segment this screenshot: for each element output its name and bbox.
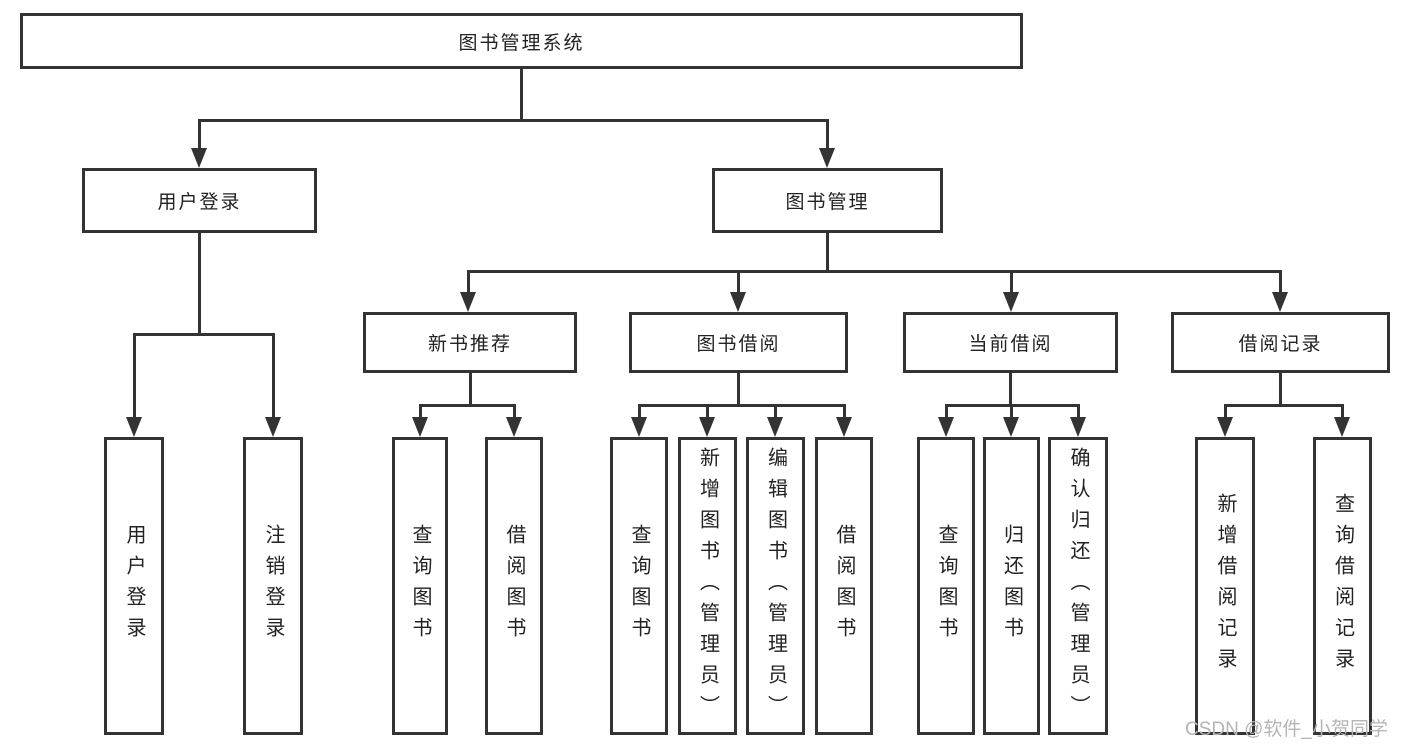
arrowhead-down-icon	[265, 417, 281, 437]
connector-leaf-stem	[133, 333, 136, 419]
node-user-login-label: 用户登录	[157, 192, 242, 213]
arrowhead-down-icon	[730, 292, 746, 312]
node-current-borrow: 当前借阅	[903, 312, 1118, 373]
leaf-user-login: 用户登录	[104, 437, 164, 735]
node-book-management: 图书管理	[712, 168, 943, 233]
connector-root-trunk	[520, 69, 523, 121]
arrowhead-down-icon	[1003, 417, 1019, 437]
leaf-label: 查询借阅记录	[1331, 493, 1354, 679]
connector-user-login-bar	[133, 333, 275, 336]
node-book-borrow-label: 图书借阅	[696, 334, 781, 355]
connector-user-login-stem	[198, 119, 201, 150]
connector-leaf-stem	[1010, 404, 1013, 419]
leaf-return-book: 归还图书	[983, 437, 1040, 735]
csdn-watermark: CSDN @软件_小贺同学	[1185, 719, 1388, 740]
connector-book-mgmt-stem	[826, 119, 829, 150]
leaf-borrow-books-1: 借阅图书	[485, 437, 543, 735]
leaf-borrow-books-2: 借阅图书	[815, 437, 873, 735]
leaf-label: 查询图书	[935, 524, 957, 648]
leaf-query-books-1: 查询图书	[392, 437, 448, 735]
arrowhead-down-icon	[767, 417, 783, 437]
node-book-borrow: 图书借阅	[629, 312, 848, 373]
connector-group-bar	[419, 404, 516, 407]
node-user-login: 用户登录	[82, 168, 317, 233]
leaf-label: 借阅图书	[503, 524, 525, 648]
connector-leaf-stem	[272, 333, 275, 419]
connector-leaf-stem	[513, 404, 516, 419]
leaf-label: 注销登录	[262, 524, 284, 648]
connector-leaf-stem	[737, 270, 740, 294]
node-borrow-records-label: 借阅记录	[1238, 334, 1323, 355]
leaf-logout: 注销登录	[243, 437, 303, 735]
connector-leaf-stem	[1341, 404, 1344, 419]
arrowhead-down-icon	[1272, 292, 1288, 312]
arrowhead-down-icon	[938, 417, 954, 437]
connector-group-bar	[638, 404, 846, 407]
connector-leaf-stem	[467, 270, 470, 294]
arrowhead-down-icon	[699, 417, 715, 437]
connector-leaf-stem	[706, 404, 709, 419]
arrowhead-down-icon	[126, 417, 142, 437]
connector-group-stem	[469, 373, 472, 406]
leaf-label: 借阅图书	[833, 524, 855, 648]
node-library-system-label: 图书管理系统	[458, 32, 585, 54]
arrowhead-down-icon	[1003, 292, 1019, 312]
leaf-query-borrow-record: 查询借阅记录	[1313, 437, 1372, 735]
connector-leaf-stem	[419, 404, 422, 419]
connector-book-mgmt-trunk	[826, 233, 829, 273]
connector-leaf-stem	[1077, 404, 1080, 419]
arrowhead-down-icon	[1334, 417, 1350, 437]
connector-level3-bar	[467, 270, 1282, 273]
arrowhead-down-icon	[191, 148, 207, 168]
leaf-add-borrow-record: 新增借阅记录	[1195, 437, 1255, 735]
connector-group-bar	[1224, 404, 1344, 407]
connector-leaf-stem	[945, 404, 948, 419]
arrowhead-down-icon	[412, 417, 428, 437]
arrowhead-down-icon	[506, 417, 522, 437]
connector-leaf-stem	[843, 404, 846, 419]
node-borrow-records: 借阅记录	[1171, 312, 1390, 373]
connector-leaf-stem	[638, 404, 641, 419]
connector-leaf-stem	[774, 404, 777, 419]
connector-leaf-stem	[1224, 404, 1227, 419]
arrowhead-down-icon	[460, 292, 476, 312]
leaf-label: 归还图书	[1000, 524, 1023, 648]
leaf-label: 编辑图书（管理员）	[764, 446, 787, 726]
arrowhead-down-icon	[1217, 417, 1233, 437]
node-current-borrow-label: 当前借阅	[968, 334, 1053, 355]
connector-leaf-stem	[1279, 270, 1282, 294]
leaf-label: 新增借阅记录	[1214, 493, 1236, 679]
connector-level2-bar	[198, 119, 829, 122]
leaf-add-book-admin: 新增图书（管理员）	[678, 437, 737, 735]
node-new-book-recommend-label: 新书推荐	[427, 334, 512, 355]
leaf-query-books-2: 查询图书	[610, 437, 668, 735]
connector-user-login-trunk	[198, 233, 201, 336]
leaf-query-books-3: 查询图书	[917, 437, 975, 735]
leaf-edit-book-admin: 编辑图书（管理员）	[746, 437, 805, 735]
leaf-confirm-return-admin: 确认归还（管理员）	[1048, 437, 1108, 735]
leaf-label: 新增图书（管理员）	[696, 446, 719, 726]
connector-group-stem	[1279, 373, 1282, 406]
leaf-label: 确认归还（管理员）	[1067, 446, 1089, 726]
leaf-label: 用户登录	[123, 524, 145, 648]
node-new-book-recommend: 新书推荐	[363, 312, 577, 373]
connector-group-stem	[1009, 373, 1012, 406]
node-library-system: 图书管理系统	[20, 13, 1023, 69]
leaf-label: 查询图书	[409, 524, 431, 648]
node-book-management-label: 图书管理	[785, 192, 870, 213]
arrowhead-down-icon	[1070, 417, 1086, 437]
connector-group-stem	[737, 373, 740, 406]
arrowhead-down-icon	[819, 148, 835, 168]
arrowhead-down-icon	[631, 417, 647, 437]
leaf-label: 查询图书	[628, 524, 650, 648]
connector-leaf-stem	[1010, 270, 1013, 294]
arrowhead-down-icon	[836, 417, 852, 437]
